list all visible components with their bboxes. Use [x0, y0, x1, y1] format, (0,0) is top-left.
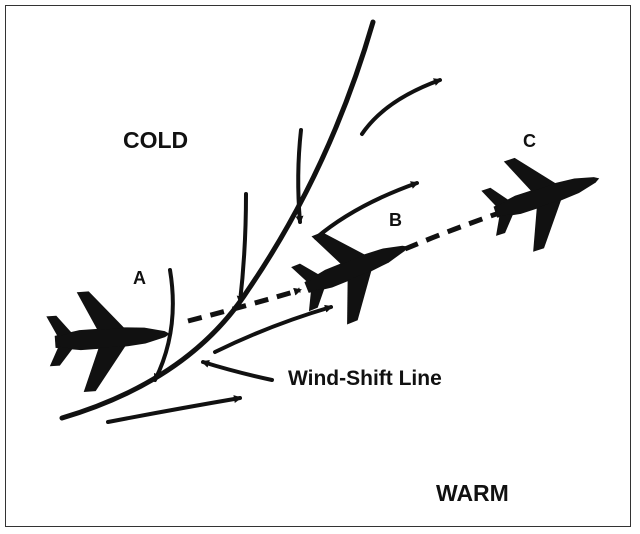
aircraft-c-icon: [474, 135, 615, 262]
wind-arrow: [106, 395, 242, 424]
flight-path-segment: [187, 287, 302, 324]
wind-arrow: [236, 192, 248, 304]
wind-arrow: [360, 78, 442, 136]
wind-shift-pointer-arrow: [201, 359, 274, 382]
wind-arrow: [314, 181, 419, 240]
point-c-label: C: [523, 131, 536, 151]
cold-air-label: COLD: [123, 127, 189, 153]
wind-shift-line-label: Wind-Shift Line: [288, 367, 442, 390]
point-b-label: B: [389, 210, 402, 230]
wind-shift-front-line: [59, 19, 376, 421]
flight-path-segment: [404, 209, 504, 252]
wind-arrow: [295, 128, 304, 224]
diagram-frame: [5, 5, 631, 527]
wind-arrow: [213, 304, 333, 354]
point-a-label: A: [133, 268, 146, 288]
warm-air-label: WARM: [436, 480, 509, 506]
wind-arrow: [153, 268, 175, 382]
